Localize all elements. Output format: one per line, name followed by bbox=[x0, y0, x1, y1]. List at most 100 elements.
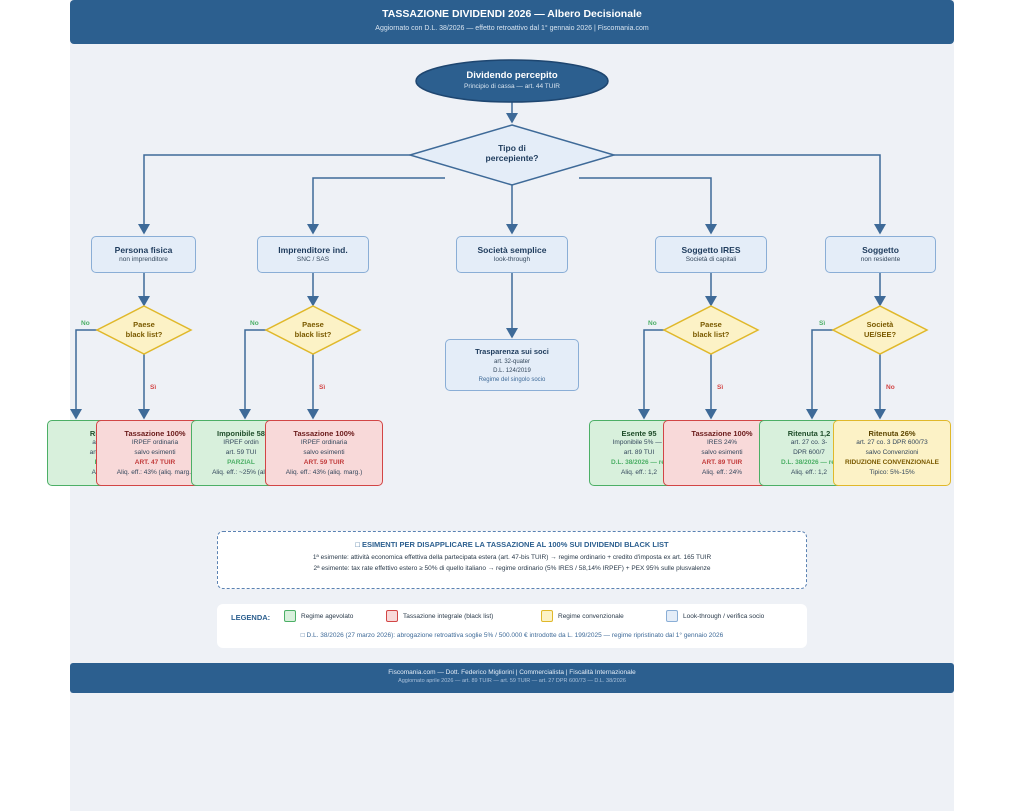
decision-line1: Tipo di bbox=[498, 143, 526, 153]
footer-line1: Fiscomania.com — Dott. Federico Migliori… bbox=[388, 669, 636, 676]
outcome-l2: salvo Convenzioni bbox=[865, 449, 919, 456]
outcome-l2: salvo esimenti bbox=[134, 449, 176, 456]
legend-swatch-red bbox=[386, 610, 398, 622]
category-title: Società semplice bbox=[477, 245, 547, 255]
tag-si: Sì bbox=[319, 384, 326, 391]
legend-swatch-green bbox=[284, 610, 296, 622]
category-sub: Società di capitali bbox=[685, 256, 737, 263]
outcome-title: Ritenuta 26% bbox=[868, 429, 916, 438]
legend-note: □ D.L. 38/2026 (27 marzo 2026): abrogazi… bbox=[300, 632, 724, 639]
outcome-art: PARZIAL bbox=[227, 459, 255, 466]
transparency-l1: art. 32-quater bbox=[493, 359, 531, 365]
question-line1: Paese bbox=[133, 320, 155, 329]
page-subtitle: Aggiornato con D.L. 38/2026 — effetto re… bbox=[375, 25, 649, 32]
outcome-title: Tassazione 100% bbox=[293, 429, 355, 438]
question-line1: Società bbox=[866, 320, 894, 329]
outcome-title: Imponibile 58 bbox=[217, 429, 265, 438]
tag-no: No bbox=[81, 320, 90, 327]
outcome-l4: Tipico: 5%-15% bbox=[869, 469, 915, 476]
outcome-art: ART. 89 TUIR bbox=[701, 459, 743, 466]
outcome-title: Esente 95 bbox=[621, 429, 657, 438]
decision-node: Tipo di percepiente? bbox=[460, 143, 564, 163]
outcome-l2: salvo esimenti bbox=[303, 449, 345, 456]
tag-si: Sì bbox=[150, 384, 157, 391]
outcome-l2: salvo esimenti bbox=[701, 449, 743, 456]
legend: LEGENDA: Regime agevolato Tassazione int… bbox=[217, 604, 807, 648]
question-line2: UE/SEE? bbox=[863, 330, 897, 339]
outcome-l1: art. 27 co. 3 DPR 600/73 bbox=[856, 439, 928, 446]
header-banner: TASSAZIONE DIVIDENDI 2026 — Albero Decis… bbox=[70, 0, 954, 44]
category-sub: non imprenditore bbox=[119, 256, 168, 263]
category-title: Soggetto bbox=[862, 245, 899, 255]
legend-item: Tassazione integrale (black list) bbox=[403, 613, 494, 620]
outcome-l1: IRES 24% bbox=[707, 439, 737, 446]
tag-no: No bbox=[886, 384, 895, 391]
legend-item: Regime agevolato bbox=[301, 613, 354, 620]
root-sub: Principio di cassa — art. 44 TUIR bbox=[464, 83, 560, 90]
legend-item: Regime convenzionale bbox=[558, 613, 624, 620]
tag-no: No bbox=[250, 320, 259, 327]
outcome-art: D.L. 38/2026 — ret bbox=[781, 459, 837, 466]
category-title: Soggetto IRES bbox=[681, 245, 741, 255]
outcome-l1: IRPEF ordinaria bbox=[131, 439, 179, 446]
legend-swatch-yellow bbox=[541, 610, 553, 622]
exemptions-title: □ ESIMENTI PER DISAPPLICARE LA TASSAZION… bbox=[355, 540, 669, 549]
tag-si: Sì bbox=[819, 320, 826, 327]
outcome-l1: art. 27 co. 3- bbox=[790, 439, 828, 446]
outcome-imp-blacklist: Tassazione 100% IRPEF ordinaria salvo es… bbox=[265, 420, 383, 486]
category-sub: SNC / SAS bbox=[296, 256, 330, 263]
outcome-l2: art. 89 TUI bbox=[623, 449, 655, 456]
outcome-l4: Aliq. eff.: 43% (aliq. marg.) bbox=[285, 469, 363, 476]
outcome-title: Tassazione 100% bbox=[691, 429, 753, 438]
exemptions-line1: 1ª esimente: attività economica effettiv… bbox=[312, 554, 712, 561]
transparency-l3: Regime del singolo socio bbox=[478, 377, 546, 383]
outcome-art: RIDUZIONE CONVENZIONALE bbox=[845, 459, 939, 466]
footer-line2: Aggiornato aprile 2026 — art. 89 TUIR — … bbox=[398, 678, 626, 684]
outcome-art: ART. 47 TUIR bbox=[134, 459, 176, 466]
outcome-l4: Aliq. eff.: 1,2 bbox=[790, 469, 827, 476]
outcome-l4: Aliq. eff.: 43% (aliq. marg.) bbox=[116, 469, 194, 476]
legend-label: LEGENDA: bbox=[231, 613, 271, 622]
legend-item: Look-through / verifica socio bbox=[683, 613, 765, 620]
outcome-l2: art. 59 TUI bbox=[225, 449, 257, 456]
question-line2: black list? bbox=[294, 330, 332, 339]
question-line2: black list? bbox=[125, 330, 163, 339]
outcome-l1: IRPEF ordinaria bbox=[300, 439, 348, 446]
outcome-l4: Aliq. eff.: 1,2 bbox=[620, 469, 657, 476]
question-line1: Paese bbox=[302, 320, 324, 329]
category-title: Imprenditore ind. bbox=[278, 245, 348, 255]
transparency-node: Trasparenza sui soci art. 32-quater D.L.… bbox=[445, 339, 579, 391]
tag-si: Sì bbox=[717, 384, 724, 391]
transparency-l2: D.L. 124/2019 bbox=[493, 368, 531, 374]
category-title: Persona fisica bbox=[114, 245, 173, 255]
outcome-l4: Aliq. eff.: 24% bbox=[702, 469, 742, 476]
category-non-residente: Soggetto non residente bbox=[825, 236, 936, 273]
outcome-l1: IRPEF ordin bbox=[223, 439, 259, 446]
transparency-title: Trasparenza sui soci bbox=[475, 347, 549, 356]
question-blacklist-pf: Paese black list? bbox=[104, 320, 184, 340]
outcome-l1: Imponibile 5% — I bbox=[612, 439, 666, 446]
exemptions-box: □ ESIMENTI PER DISAPPLICARE LA TASSAZION… bbox=[217, 531, 807, 589]
question-blacklist-ires: Paese black list? bbox=[671, 320, 751, 340]
root-node: Dividendo percepito Principio di cassa —… bbox=[416, 63, 608, 90]
question-line2: black list? bbox=[692, 330, 730, 339]
category-sub: look-through bbox=[493, 256, 531, 263]
legend-swatch-blue bbox=[666, 610, 678, 622]
category-sub: non residente bbox=[860, 256, 901, 263]
exemptions-line2: 2ª esimente: tax rate effettivo estero ≥… bbox=[313, 565, 711, 572]
outcome-title: Ritenuta 1,2 bbox=[787, 429, 831, 438]
outcome-art: D.L. 38/2026 — ret bbox=[611, 459, 667, 466]
outcome-title: Tassazione 100% bbox=[124, 429, 186, 438]
root-title: Dividendo percepito bbox=[466, 70, 558, 81]
category-soggetto-ires: Soggetto IRES Società di capitali bbox=[655, 236, 767, 273]
outcome-art: ART. 59 TUIR bbox=[303, 459, 345, 466]
category-societa-semplice: Società semplice look-through bbox=[456, 236, 568, 273]
question-ue-see: Società UE/SEE? bbox=[840, 320, 920, 340]
outcome-nr-extra-ue: Ritenuta 26% art. 27 co. 3 DPR 600/73 sa… bbox=[833, 420, 951, 486]
tag-no: No bbox=[648, 320, 657, 327]
question-blacklist-imp: Paese black list? bbox=[273, 320, 353, 340]
outcome-l2: DPR 600/7 bbox=[793, 449, 825, 456]
category-persona-fisica: Persona fisica non imprenditore bbox=[91, 236, 196, 273]
outcome-l4: Aliq. eff.: ~25% (aliq bbox=[212, 469, 270, 476]
